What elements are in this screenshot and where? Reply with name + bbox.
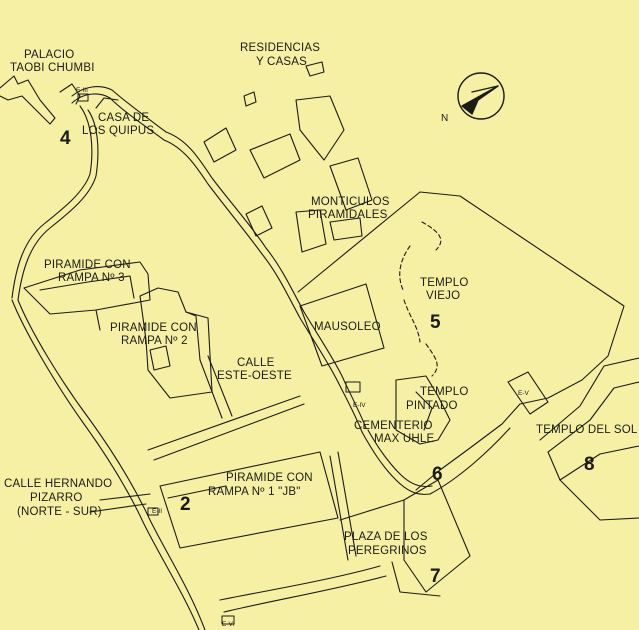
piramide-1-outline bbox=[159, 451, 339, 549]
north-arrow-icon bbox=[457, 72, 505, 120]
site-number-7: 7 bbox=[430, 566, 441, 587]
site-number-5: 5 bbox=[430, 312, 441, 333]
palacio-label-1: PALACIO bbox=[24, 49, 75, 61]
site-number-2: 2 bbox=[180, 494, 191, 515]
templo-viejo-label-2: VIEJO bbox=[426, 290, 461, 302]
calle-eo-label-2: ESTE-OESTE bbox=[217, 370, 292, 382]
gate-e4-label: E-IV bbox=[353, 402, 366, 409]
residencias-label-1: RESIDENCIAS bbox=[240, 42, 321, 54]
templo-viejo-enclosure bbox=[297, 191, 625, 491]
west-road bbox=[11, 299, 206, 630]
gate-markers bbox=[77, 93, 361, 625]
piramide-3-outline bbox=[23, 261, 151, 331]
plaza-label-2: PEREGRINOS bbox=[348, 545, 427, 557]
calle-eo-label-1: CALLE bbox=[237, 357, 275, 369]
piramide-2-outline bbox=[139, 287, 213, 399]
palacio-label-2: TAOBI CHUMBI bbox=[10, 62, 95, 74]
piramide-3-label-1: PIRAMIDE CON bbox=[44, 259, 131, 271]
monticulos-blocks bbox=[295, 157, 373, 253]
casa-quipus-label-1: CASA DE bbox=[98, 112, 150, 124]
mausoleo-label: MAUSOLEO bbox=[314, 321, 381, 333]
palacio-outline bbox=[0, 75, 81, 125]
calle-este-oeste bbox=[147, 355, 305, 461]
cementerio-path bbox=[361, 427, 511, 495]
mausoleo-outline bbox=[299, 283, 385, 367]
casa-quipus-path bbox=[11, 86, 367, 433]
gate-e3-label: E-III bbox=[76, 87, 88, 94]
calle-hernando-pizarro bbox=[89, 493, 151, 513]
gate-e6-label: E-VI bbox=[222, 621, 235, 628]
monticulos-label-2: PIRAMIDALES bbox=[308, 209, 388, 221]
templo-pintado-label-2: PINTADO bbox=[406, 400, 458, 412]
templo-pintado-label-1: TEMPLO bbox=[420, 386, 469, 398]
monticulos-label-1: MONTICULOS bbox=[311, 196, 390, 208]
cementerio-label-1: CEMENTERIO bbox=[354, 420, 433, 432]
gate-e5-label: E-V bbox=[518, 390, 529, 397]
piramide-2-label-1: PIRAMIDE CON bbox=[110, 322, 197, 334]
calle-hernando-label-2: PIZARRO bbox=[30, 492, 83, 504]
residencias-blocks bbox=[203, 61, 345, 237]
site-number-4: 4 bbox=[60, 128, 71, 149]
south-roads bbox=[219, 451, 387, 613]
site-number-8: 8 bbox=[584, 454, 595, 475]
site-number-6: 6 bbox=[432, 464, 443, 485]
piramide-3-label-2: RAMPA Nº 3 bbox=[58, 272, 125, 284]
cementerio-label-2: MAX UHLE bbox=[374, 433, 435, 445]
piramide-1-label-2: RAMPA Nº 1 "JB" bbox=[208, 486, 301, 498]
calle-hernando-label-1: CALLE HERNANDO bbox=[4, 478, 113, 490]
piramide-1-label-1: PIRAMIDE CON bbox=[226, 472, 313, 484]
casa-quipus-label-2: LOS QUIPUS bbox=[82, 125, 155, 137]
templo-sol-label: TEMPLO DEL SOL bbox=[536, 424, 638, 436]
templo-viejo-label-1: TEMPLO bbox=[420, 277, 469, 289]
residencias-label-2: Y CASAS bbox=[256, 56, 308, 68]
plaza-peregrinos-outline bbox=[339, 479, 471, 597]
compass-north-label: N bbox=[441, 113, 449, 124]
piramide-2-label-2: RAMPA Nº 2 bbox=[121, 335, 188, 347]
calle-hernando-label-3: (NORTE - SUR) bbox=[17, 506, 102, 518]
gate-e2-label: E-II bbox=[152, 508, 163, 515]
plaza-label-1: PLAZA DE LOS bbox=[344, 531, 428, 543]
templo-del-sol-outline bbox=[507, 357, 639, 521]
